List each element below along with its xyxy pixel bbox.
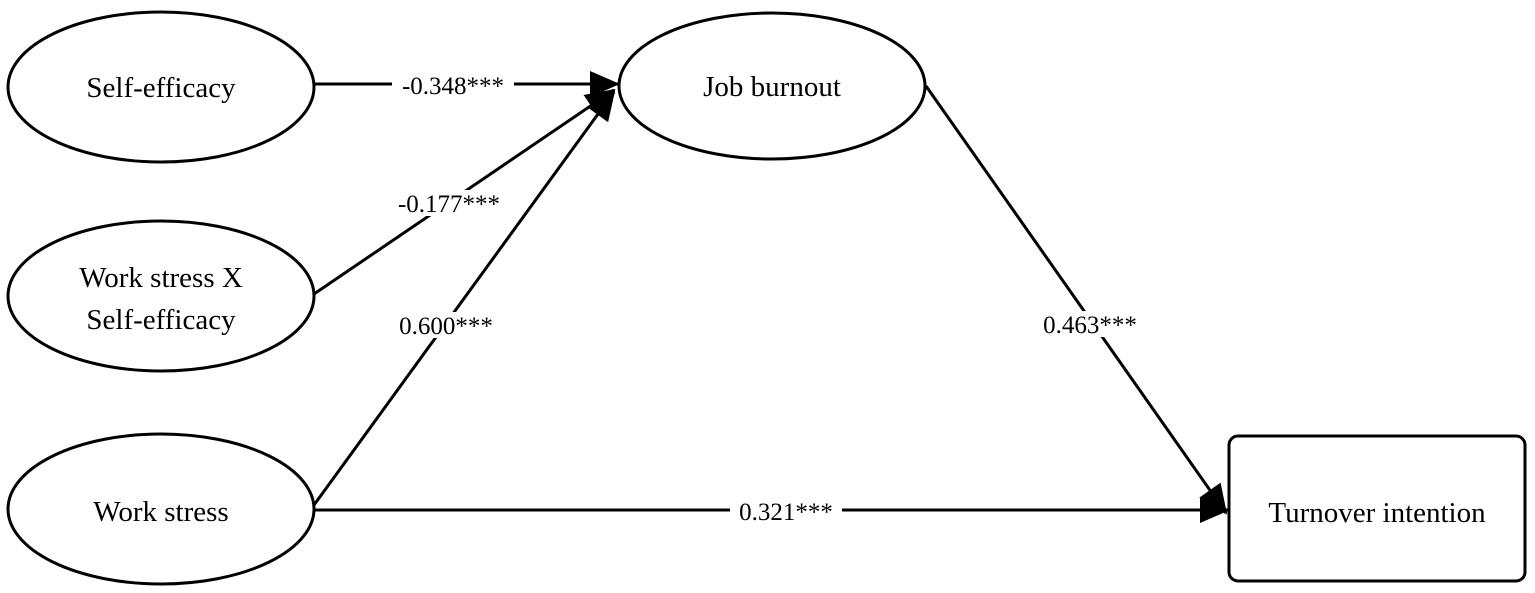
edge-work-stress-to-job-burnout	[312, 90, 616, 506]
edge-label-work-stress-to-turnover-intention: 0.321***	[730, 498, 842, 526]
node-turnover-intention: Turnover intention	[1227, 434, 1527, 583]
coefficient-label: 0.600***	[399, 313, 493, 340]
node-work-stress-x-self-efficacy: Work stress X Self-efficacy	[6, 219, 316, 373]
node-label-line-1: Work stress X	[79, 262, 243, 294]
coefficient-label: -0.177***	[398, 191, 500, 218]
node-label: Work stress	[93, 496, 228, 528]
node-label: Job burnout	[703, 71, 841, 103]
node-label: Self-efficacy	[86, 72, 236, 104]
edge-label-job-burnout-to-turnover-intention: 0.463***	[1034, 311, 1146, 339]
edge-label-work-stress-to-job-burnout: 0.600***	[390, 312, 502, 340]
coefficient-label: 0.463***	[1043, 312, 1137, 339]
coefficient-label: 0.321***	[739, 499, 833, 526]
edge-label-interaction-to-job-burnout: -0.177***	[388, 190, 510, 218]
edge-job-burnout-to-turnover-intention	[924, 85, 1228, 515]
node-label-line-2: Self-efficacy	[86, 304, 236, 336]
node-self-efficacy: Self-efficacy	[6, 10, 316, 164]
node-work-stress: Work stress	[6, 432, 316, 586]
node-label: Turnover intention	[1268, 497, 1486, 529]
coefficient-label: -0.348***	[402, 73, 504, 100]
edge-label-self-efficacy-to-job-burnout: -0.348***	[392, 72, 514, 100]
node-job-burnout: Job burnout	[617, 11, 927, 161]
